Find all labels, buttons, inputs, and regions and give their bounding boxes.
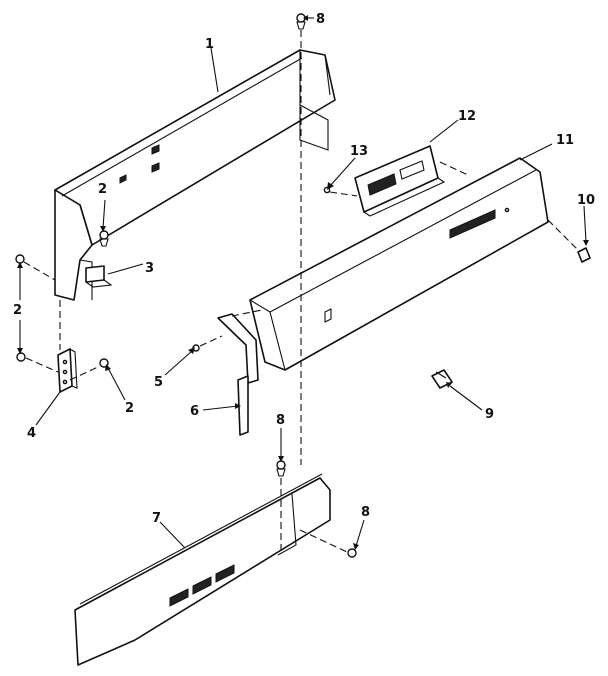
alignment-lines — [23, 30, 579, 555]
callout-11: 11 — [556, 133, 574, 148]
part-8-screw-top — [296, 13, 306, 30]
callout-4: 4 — [27, 426, 36, 441]
callout-12: 12 — [458, 109, 476, 124]
callout-8-middle: 8 — [276, 413, 285, 428]
callout-1: 1 — [205, 37, 214, 52]
callout-8-top: 8 — [316, 12, 325, 27]
part-7-lower-panel — [74, 473, 331, 666]
callout-6: 6 — [190, 404, 199, 419]
callout-2-left: 2 — [13, 303, 22, 318]
part-3-clip — [85, 265, 113, 288]
part-2-screw-left-upper — [15, 254, 25, 264]
part-1-backguard — [54, 49, 336, 301]
part-2-screw-left-lower — [16, 352, 26, 362]
part-8-screw-lower — [347, 548, 357, 558]
callout-13: 13 — [350, 144, 368, 159]
part-8-screw-middle — [276, 460, 286, 477]
callout-9: 9 — [485, 407, 494, 422]
leader-lines — [17, 15, 589, 550]
part-11-control-panel — [249, 157, 549, 371]
callout-7: 7 — [152, 511, 161, 526]
callout-2-top: 2 — [98, 182, 107, 197]
part-6-support-bracket — [217, 313, 259, 436]
callout-5: 5 — [154, 375, 163, 390]
callout-8-lower: 8 — [361, 505, 370, 520]
part-10-end-cap — [577, 247, 591, 263]
part-2-screw-top — [99, 230, 109, 247]
callout-10: 10 — [577, 193, 595, 208]
callout-2-bracket: 2 — [125, 401, 134, 416]
part-12-timer-module — [354, 145, 446, 217]
callout-3: 3 — [145, 261, 154, 276]
part-4-side-bracket — [57, 348, 78, 393]
